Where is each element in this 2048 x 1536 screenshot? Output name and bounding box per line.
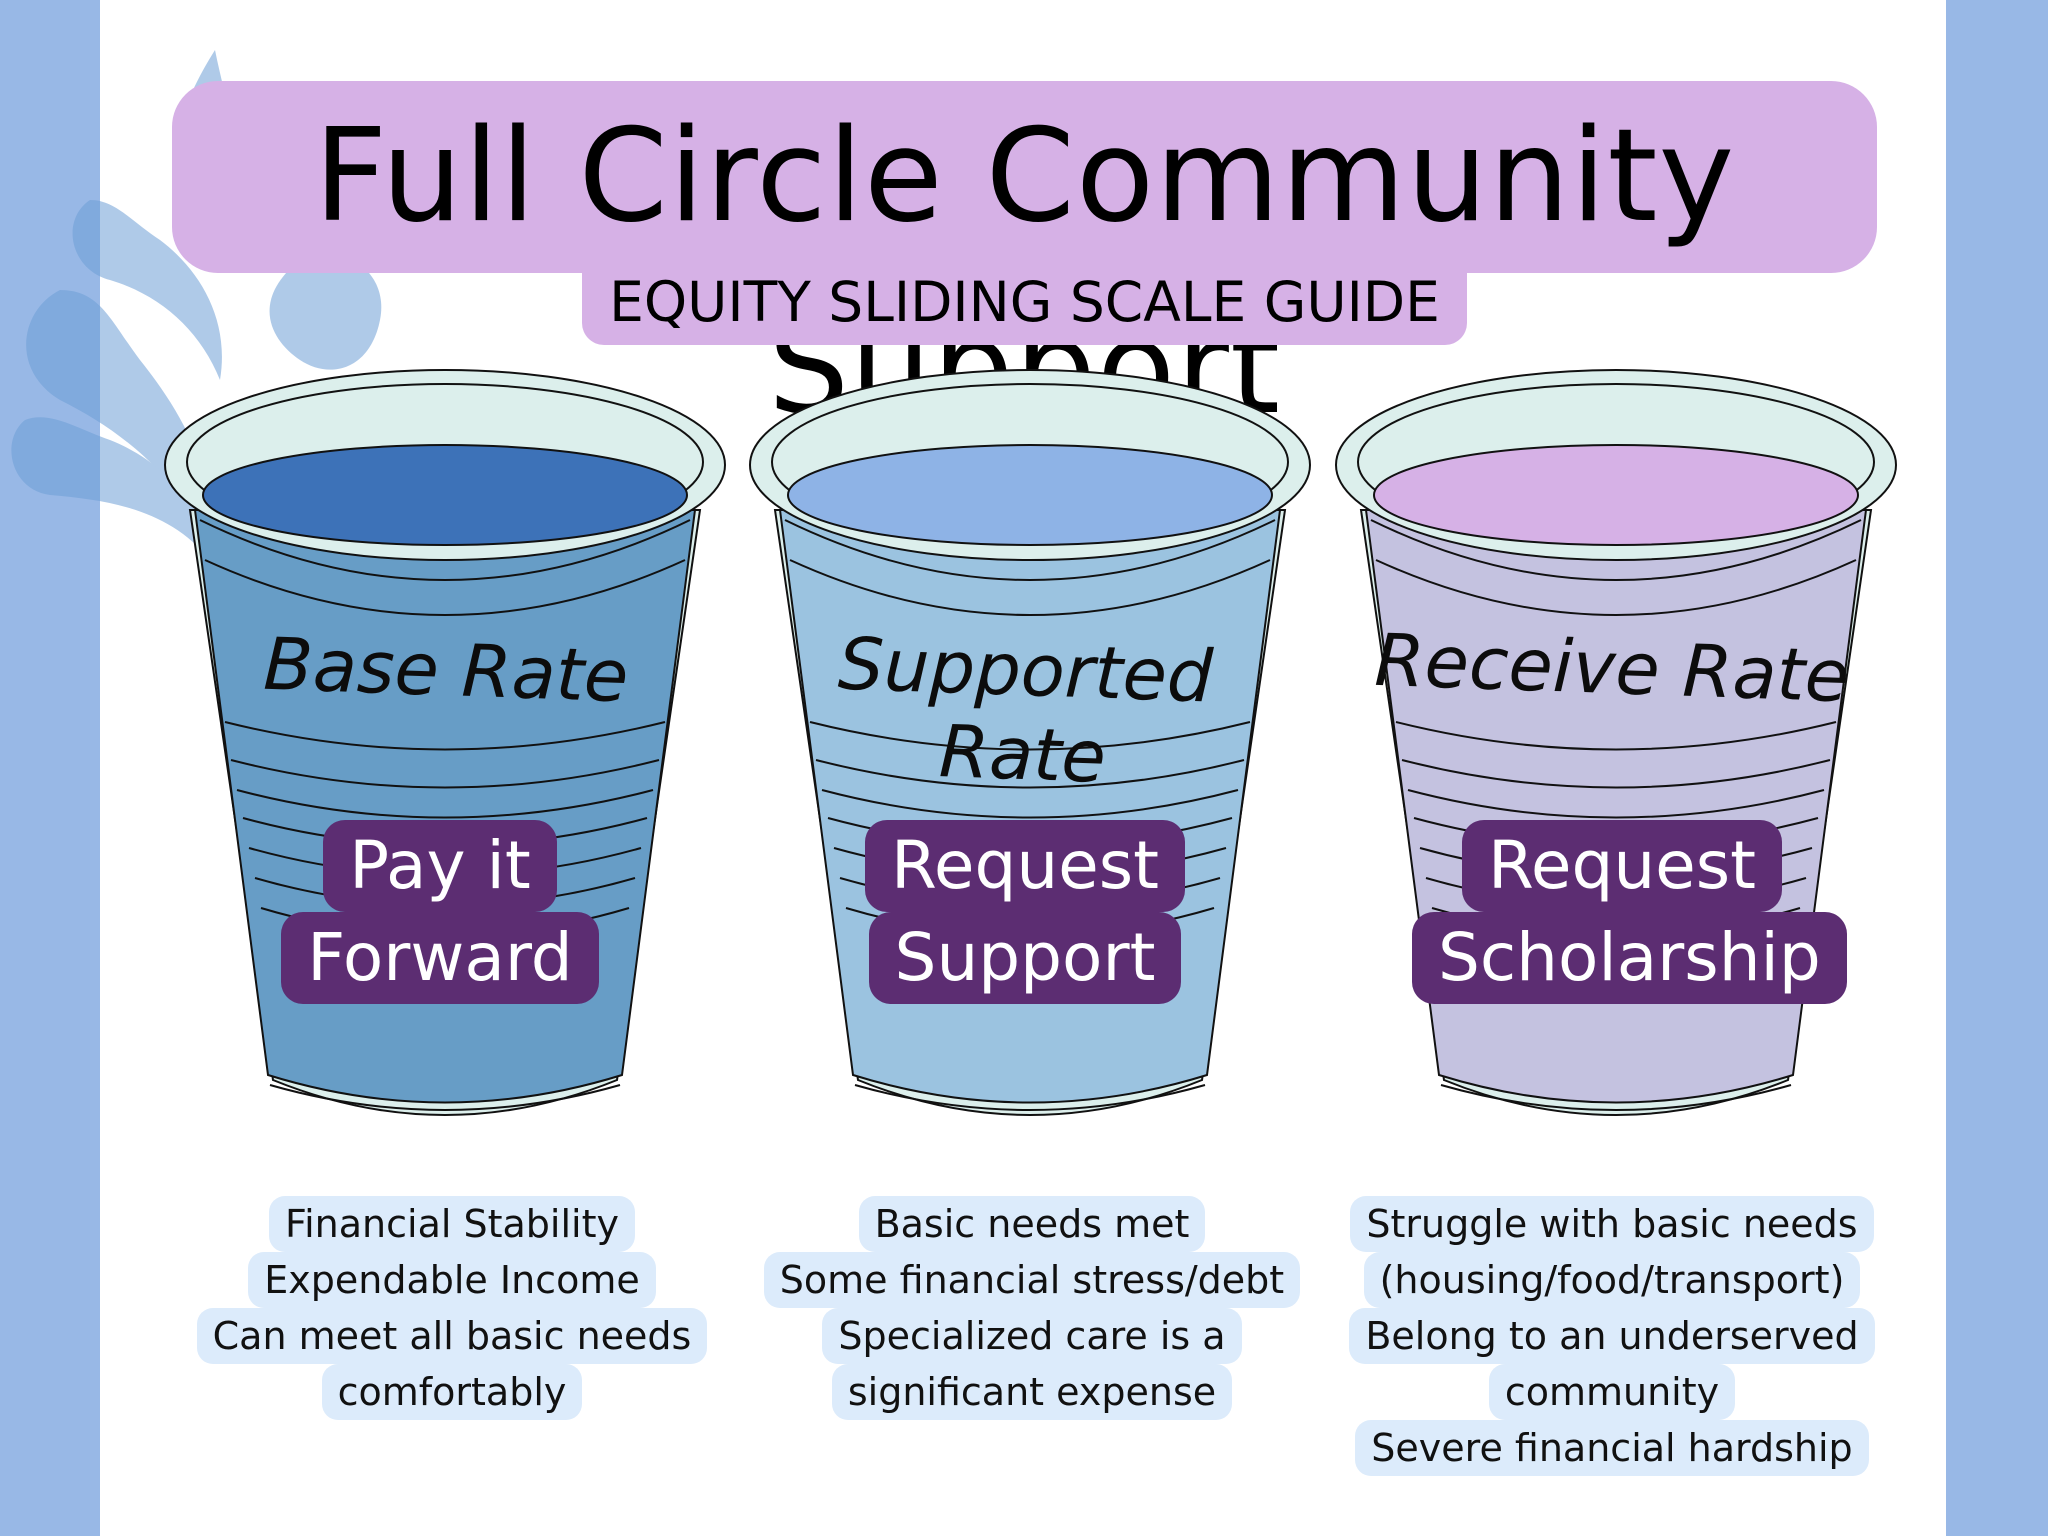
supported-rate-description-line: Some financial stress/debt: [763, 1252, 1301, 1308]
pay-it-forward-button[interactable]: Pay it Forward: [260, 820, 620, 1004]
cup-ring: [784, 519, 1276, 581]
supported-rate-description-line: Specialized care is a: [822, 1308, 1242, 1364]
request-scholarship-button[interactable]: Request Scholarship: [1412, 820, 1847, 1004]
cup-ring: [1401, 759, 1831, 789]
cup-ring: [821, 789, 1239, 819]
request-scholarship-line-2: Scholarship: [1412, 912, 1847, 1004]
base-rate-description-line: Financial Stability: [269, 1196, 635, 1252]
base-rate-description-line: comfortably: [321, 1364, 583, 1420]
receive-rate-description-line: community: [1488, 1364, 1736, 1420]
cup-base-line: [269, 1084, 621, 1111]
pay-it-forward-line-2: Forward: [281, 912, 599, 1004]
base-rate-description: Financial Stability Expendable Income Ca…: [172, 1196, 732, 1420]
request-scholarship-line-1: Request: [1461, 820, 1783, 912]
cup-liquid: [778, 509, 1282, 1104]
cup-ring: [1370, 519, 1862, 581]
cup-ring: [809, 721, 1251, 751]
request-support-button[interactable]: Request Support: [845, 820, 1205, 1004]
cup-ring: [230, 759, 660, 789]
cup-liquid-surface: [1373, 444, 1859, 546]
base-rate-description-line: Expendable Income: [248, 1252, 656, 1308]
cup-base-line: [1440, 1084, 1792, 1111]
receive-rate-description-line: Severe financial hardship: [1355, 1420, 1869, 1476]
cup-ring: [236, 789, 654, 819]
cup-ring: [199, 519, 691, 581]
subtitle-banner: [582, 265, 1467, 345]
receive-rate-description-line: Belong to an underserved: [1349, 1308, 1875, 1364]
cup-ring: [1395, 721, 1837, 751]
cup-liquid-surface: [787, 444, 1273, 546]
pay-it-forward-line-1: Pay it: [323, 820, 557, 912]
cup-base-line: [854, 1084, 1206, 1111]
cup-ring: [1407, 789, 1825, 819]
supported-rate-label: Supported Rate: [836, 621, 1215, 799]
receive-rate-description-line: (housing/food/transport): [1363, 1252, 1861, 1308]
page-subtitle: EQUITY SLIDING SCALE GUIDE: [609, 270, 1440, 334]
base-rate-description-line: Can meet all basic needs: [196, 1308, 708, 1364]
request-support-line-1: Request: [864, 820, 1186, 912]
receive-rate-description-line: Struggle with basic needs: [1350, 1196, 1874, 1252]
cup-liquid: [193, 509, 697, 1104]
cup-ring: [1375, 559, 1857, 616]
cup-liquid: [1364, 509, 1868, 1104]
title-banner: [172, 81, 1877, 273]
supported-rate-description: Basic needs met Some financial stress/de…: [752, 1196, 1312, 1420]
supported-rate-description-line: Basic needs met: [858, 1196, 1206, 1252]
supported-rate-description-line: significant expense: [831, 1364, 1233, 1420]
request-support-line-2: Support: [868, 912, 1182, 1004]
cup-ring: [204, 559, 686, 616]
cup-ring: [815, 759, 1245, 789]
cup-ring: [789, 559, 1271, 616]
receive-rate-description: Struggle with basic needs (housing/food/…: [1332, 1196, 1892, 1476]
cup-ring: [224, 721, 666, 751]
right-side-band: [1946, 0, 2048, 1536]
cup-liquid-surface: [202, 444, 688, 546]
